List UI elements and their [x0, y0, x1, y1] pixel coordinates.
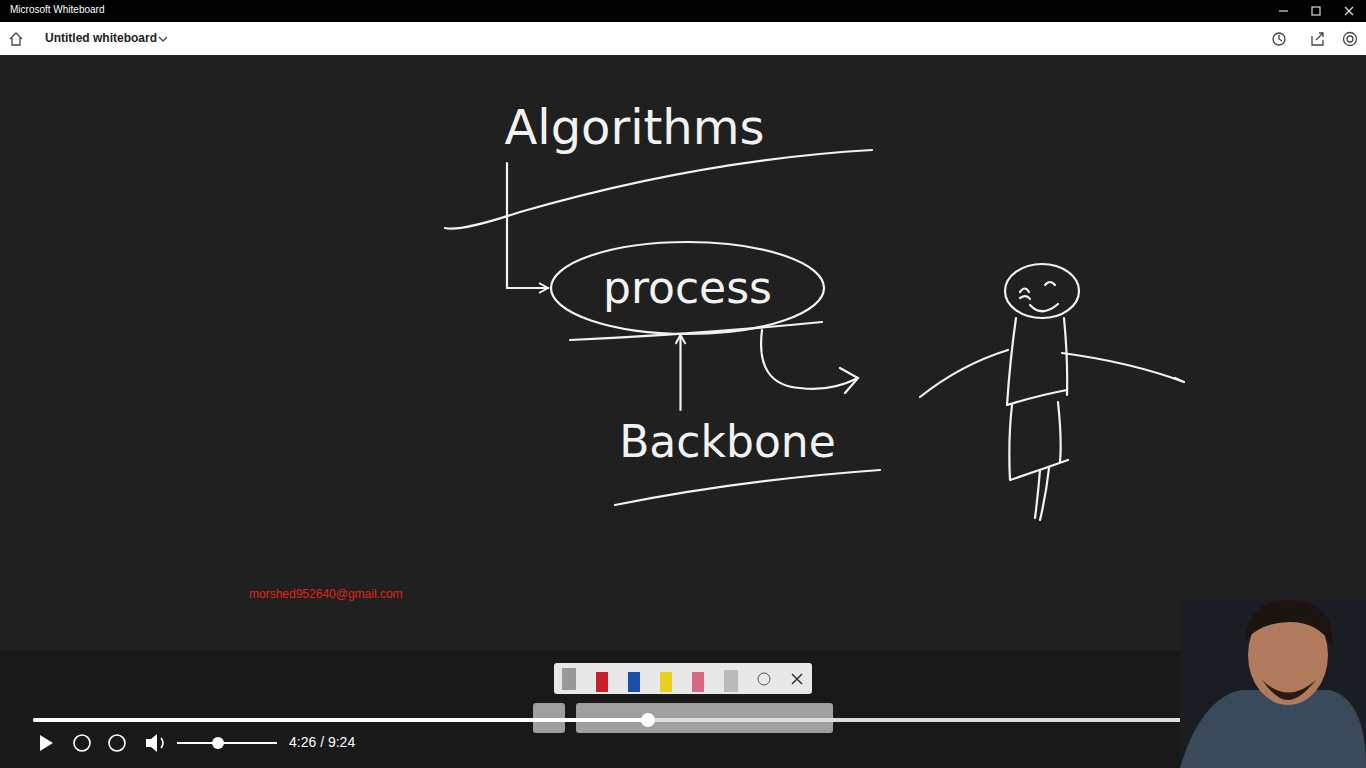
window-buttons	[1279, 7, 1353, 15]
label: Microsoft Whiteboard	[10, 4, 104, 15]
pen-toolbar	[533, 663, 833, 733]
app-icons	[10, 33, 1357, 46]
node-text: Backbone	[619, 416, 836, 469]
underline	[445, 150, 872, 229]
progress-played	[33, 718, 648, 722]
heading-node: Algorithms	[500, 95, 769, 161]
title-bar	[0, 0, 1366, 22]
ink-strokes	[445, 150, 1184, 520]
stick-figure	[920, 264, 1184, 520]
heading-node: Backbone	[615, 412, 840, 473]
controls-shade	[0, 650, 1366, 768]
label: Untitled whiteboard	[45, 31, 157, 45]
label: morshed952640@gmail.com	[249, 587, 403, 601]
node-text: process	[603, 262, 772, 315]
webcam-presenter	[1180, 600, 1366, 768]
process-ellipse: process	[549, 240, 826, 336]
curved-arrow	[761, 330, 858, 393]
label: 4:26 / 9:24	[289, 734, 355, 750]
progress-knob	[641, 713, 655, 727]
arrow-connector	[507, 163, 548, 288]
underline	[615, 470, 880, 505]
app-bar	[0, 22, 1366, 55]
node-text: Algorithms	[504, 99, 764, 157]
arrow-connector	[679, 335, 681, 410]
player-icons	[40, 734, 1323, 752]
progress-track	[33, 718, 1333, 722]
